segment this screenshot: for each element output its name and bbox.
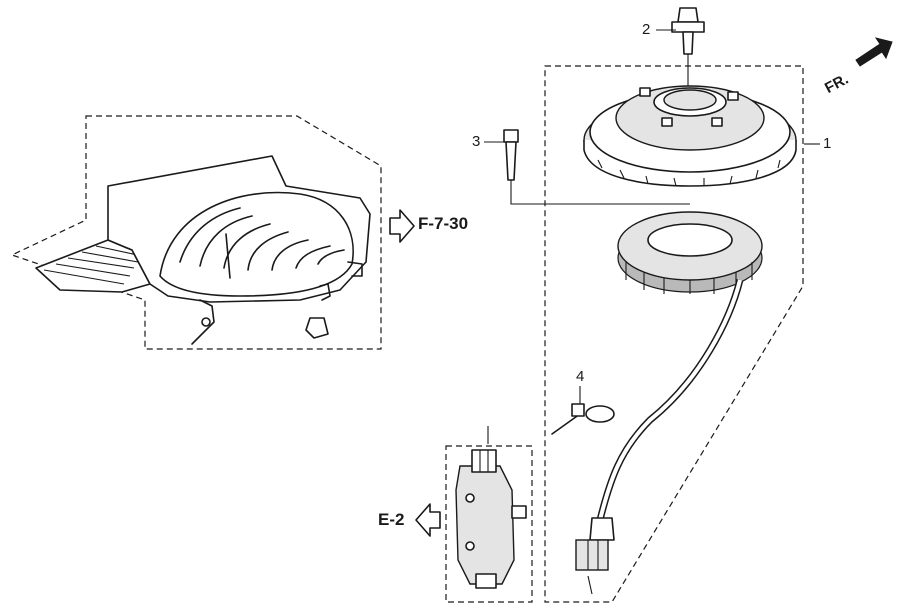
- stator-dashed-outline: [544, 65, 804, 603]
- fan-cover-nut: [305, 317, 329, 339]
- part-number-3: 3: [472, 133, 481, 150]
- fan-cover-dashed-outline: [10, 115, 382, 350]
- fan-cover-tab-right: [319, 283, 331, 301]
- ref-arrow-f-icon: [389, 209, 415, 243]
- regulator: [455, 449, 527, 589]
- stator: [617, 211, 763, 294]
- reference-e-2: E-2: [378, 510, 405, 529]
- part-number-4: 4: [576, 368, 585, 385]
- front-direction-arrow-icon: [855, 37, 893, 67]
- fan-cover-dome: [159, 191, 354, 297]
- part-number-1: 1: [823, 135, 832, 152]
- bolt-2-drawing: [671, 7, 705, 90]
- regulator-dashed-outline: [445, 445, 533, 603]
- fan-cover-group: [10, 115, 382, 350]
- fan-cover-tab-left: [191, 299, 215, 345]
- part-number-2: 2: [642, 21, 651, 38]
- ref-arrow-e-icon: [415, 503, 441, 537]
- bolt-3-drawing: [503, 129, 690, 205]
- clamp-4-drawing: [551, 386, 615, 435]
- reference-f-7-30: F-7-30: [418, 214, 469, 233]
- fan-cover-hook: [347, 261, 363, 277]
- flywheel: [583, 85, 797, 187]
- stator-connector: [575, 517, 615, 595]
